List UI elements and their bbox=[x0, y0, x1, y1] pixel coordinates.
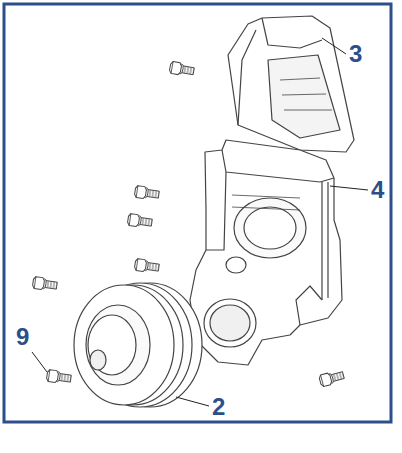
leader-lines bbox=[32, 38, 368, 406]
callout-number: 3 bbox=[349, 42, 362, 66]
bolts bbox=[32, 61, 345, 387]
upper-cover bbox=[228, 16, 354, 152]
crank-pulley bbox=[74, 283, 202, 407]
callout-number: 9 bbox=[16, 325, 29, 349]
lower-cover bbox=[190, 140, 342, 365]
callout-number: 2 bbox=[212, 395, 225, 419]
frame bbox=[4, 4, 391, 422]
callout-number: 4 bbox=[371, 178, 384, 202]
